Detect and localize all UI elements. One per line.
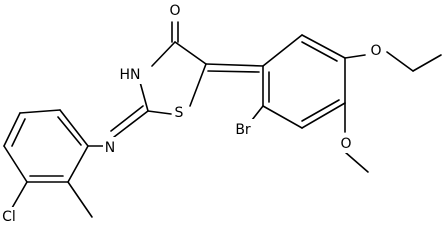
- bond: [189, 63, 207, 107]
- bond: [113, 110, 149, 138]
- bond: [174, 41, 207, 65]
- atom-labels: O HN S N O O Br Cl: [2, 3, 382, 224]
- bond: [344, 54, 366, 59]
- bond: [251, 105, 264, 121]
- bond: [301, 99, 340, 122]
- bond: [3, 112, 21, 147]
- bond: [57, 116, 82, 146]
- bond: [412, 54, 442, 72]
- bond: [262, 34, 303, 67]
- bond: [344, 151, 369, 173]
- bond: [11, 181, 28, 209]
- bond: [386, 51, 414, 72]
- bond: [3, 145, 28, 183]
- bond: [205, 63, 264, 67]
- oxygen-label-ethoxy: O: [370, 43, 381, 59]
- bond: [139, 81, 149, 112]
- bond: [110, 105, 144, 132]
- nitrogen-label-imine: N: [105, 140, 115, 156]
- oxygen-label-carbonyl: O: [169, 3, 180, 19]
- bond: [151, 41, 176, 67]
- bond: [147, 110, 172, 115]
- bond: [59, 109, 89, 147]
- chlorine-label: Cl: [2, 209, 16, 224]
- bond: [67, 145, 89, 183]
- bond: [301, 102, 346, 129]
- bond: [67, 181, 93, 218]
- nitrogen-label-nh: HN: [120, 67, 141, 83]
- bonds: [3, 21, 442, 218]
- bond: [301, 34, 346, 59]
- bond: [207, 70, 260, 73]
- bond: [262, 105, 303, 129]
- molecule-canvas: O HN S N O O Br Cl: [2, 3, 442, 224]
- bond: [301, 41, 338, 62]
- oxygen-label-methoxy: O: [340, 136, 351, 152]
- bond: [19, 109, 61, 114]
- bond: [11, 118, 26, 147]
- sulfur-label: S: [175, 105, 184, 121]
- bromine-label: Br: [235, 122, 251, 138]
- structure-drawing: O HN S N O O Br Cl: [2, 3, 442, 224]
